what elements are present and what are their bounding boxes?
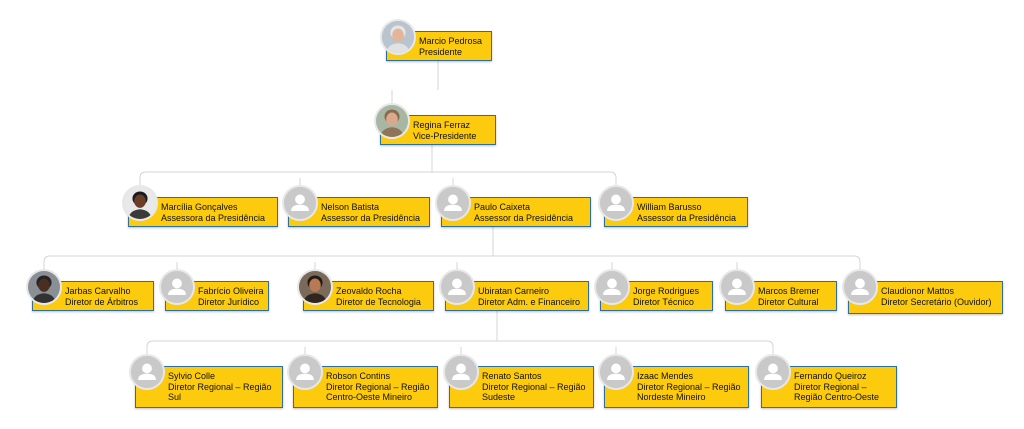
node-name: Paulo Caixeta [474,202,531,212]
node-role: Assessora da Presidência [161,212,266,223]
user-placeholder-icon [719,269,755,305]
node-role: Assessor da Presidência [637,212,737,223]
node-role: Presidente [419,46,463,57]
node-role: Diretor Regional – Região Nordeste Minei… [637,381,741,403]
node-role: Diretor Cultural [758,296,819,307]
node-name: Ubiratan Carneiro [478,286,550,296]
node-role: Diretor Jurídico [198,296,260,307]
user-placeholder-icon [159,269,195,305]
avatar-photo [374,103,410,139]
user-placeholder-icon [443,354,479,390]
node-role: Diretor de Tecnologia [336,296,421,307]
user-placeholder-icon [598,185,634,221]
user-placeholder-icon [594,269,630,305]
node-name: Renato Santos [482,371,542,381]
node-role: Diretor Regional – Região Centro-Oeste M… [326,381,430,403]
node-role: Diretor Adm. e Financeiro [478,296,581,307]
user-placeholder-icon [842,269,878,305]
avatar-photo [380,19,416,55]
node-name: Jorge Rodrigues [633,286,700,296]
node-role: Assessor da Presidência [474,212,574,223]
node-role: Diretor Regional – Região Sudeste [482,381,586,403]
node-name: Zeovaldo Rocha [336,286,402,296]
avatar-photo [26,269,62,305]
node-name: Regina Ferraz [413,120,471,130]
user-placeholder-icon [287,354,323,390]
node-role: Diretor Regional – Região Sul [168,381,272,403]
connector-caixeta-bus [43,255,861,263]
node-name: Robson Contins [326,371,391,381]
avatar-photo [122,185,158,221]
node-name: Sylvio Colle [168,371,216,381]
node-name: Nelson Batista [321,202,380,212]
connector-carneiro-bus [146,340,774,348]
node-name: Fernando Queiroz [794,371,867,381]
node-name: Marcos Bremer [758,286,820,296]
node-role: Diretor Secretário (Ouvidor) [881,296,992,307]
user-placeholder-icon [598,354,634,390]
node-name: Marcio Pedrosa [419,36,483,46]
node-role: Diretor de Árbitros [65,296,139,307]
user-placeholder-icon [129,354,165,390]
node-name: William Barusso [637,202,702,212]
user-placeholder-icon [439,269,475,305]
node-role: Diretor Regional – Região Centro-Oeste [794,381,880,403]
node-role: Assessor da Presidência [321,212,421,223]
avatar-photo [297,269,333,305]
user-placeholder-icon [282,185,318,221]
node-name: Izaac Mendes [637,371,694,381]
node-role: Vice-Presidente [413,130,477,141]
connector-ferraz-bus [139,171,617,179]
node-role: Diretor Técnico [633,296,694,307]
user-placeholder-icon [755,354,791,390]
user-placeholder-icon [435,185,471,221]
node-name: Claudionor Mattos [881,286,955,296]
node-name: Jarbas Carvalho [65,286,131,296]
node-name: Fabrício Oliveira [198,286,264,296]
node-name: Marcília Gonçalves [161,202,238,212]
